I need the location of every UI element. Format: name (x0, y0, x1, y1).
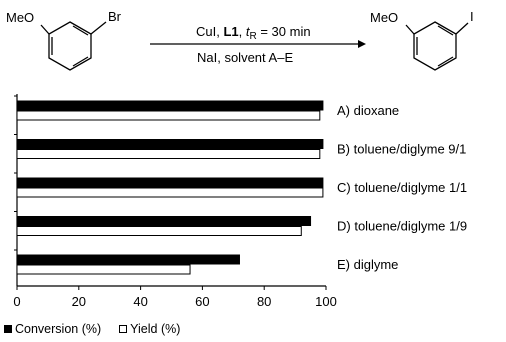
legend-swatch-yield (119, 325, 128, 333)
bar-yield-4 (16, 264, 191, 275)
reaction-arrow (150, 40, 366, 48)
x-tick-label-3: 60 (195, 294, 209, 309)
chart-category-labels: A) dioxane B) toluene/diglyme 9/1 C) tolue… (337, 103, 467, 272)
x-tick-label-2: 40 (133, 294, 147, 309)
chart-x-ticks: 0 20 40 60 80 100 (13, 286, 337, 309)
category-label-1: B) toluene/diglyme 9/1 (337, 142, 466, 157)
legend-label-yield: Yield (%) (130, 322, 181, 336)
category-label-0: A) dioxane (337, 103, 399, 118)
bar-yield-3 (16, 226, 302, 236)
bar-yield-0 (16, 110, 321, 121)
reactant-bromo-label: Br (108, 9, 122, 24)
x-tick-label-5: 100 (315, 294, 337, 309)
bar-yield-1 (16, 149, 321, 159)
reaction-scheme: MeO Br CuI, L1, tR = 30 min NaI, solvent… (6, 9, 474, 71)
legend-item-yield: Yield (%) (119, 322, 180, 336)
bar-conversion-2 (16, 177, 324, 188)
x-tick-label-0: 0 (13, 294, 20, 309)
bar-yield-2 (16, 187, 324, 198)
bar-conversion-4 (16, 254, 240, 265)
bar-conversion-0 (16, 100, 324, 111)
product-methoxy-label: MeO (370, 10, 398, 25)
conditions-top: CuI, L1, tR = 30 min (196, 24, 311, 42)
bar-chart: A) dioxane B) toluene/diglyme 9/1 C) tolue… (13, 94, 467, 309)
legend-label-conversion: Conversion (%) (15, 322, 102, 336)
product-iodo-label: I (470, 9, 474, 24)
reactant-methoxy-label: MeO (6, 10, 34, 25)
chart-bars (16, 100, 324, 275)
category-label-2: C) toluene/diglyme 1/1 (337, 180, 467, 195)
chart-legend: Conversion (%) Yield (%) (4, 322, 180, 336)
legend-swatch-conversion (4, 325, 12, 333)
legend-item-conversion: Conversion (%) (4, 322, 101, 336)
reactant-structure (40, 21, 107, 71)
conditions-bottom: NaI, solvent A–E (197, 50, 293, 65)
category-label-3: D) toluene/diglyme 1/9 (337, 219, 467, 234)
bar-conversion-3 (16, 216, 312, 226)
product-structure (405, 21, 469, 71)
bar-conversion-1 (16, 139, 324, 149)
category-label-4: E) diglyme (337, 257, 398, 272)
x-tick-label-1: 20 (72, 294, 86, 309)
x-tick-label-4: 80 (257, 294, 271, 309)
